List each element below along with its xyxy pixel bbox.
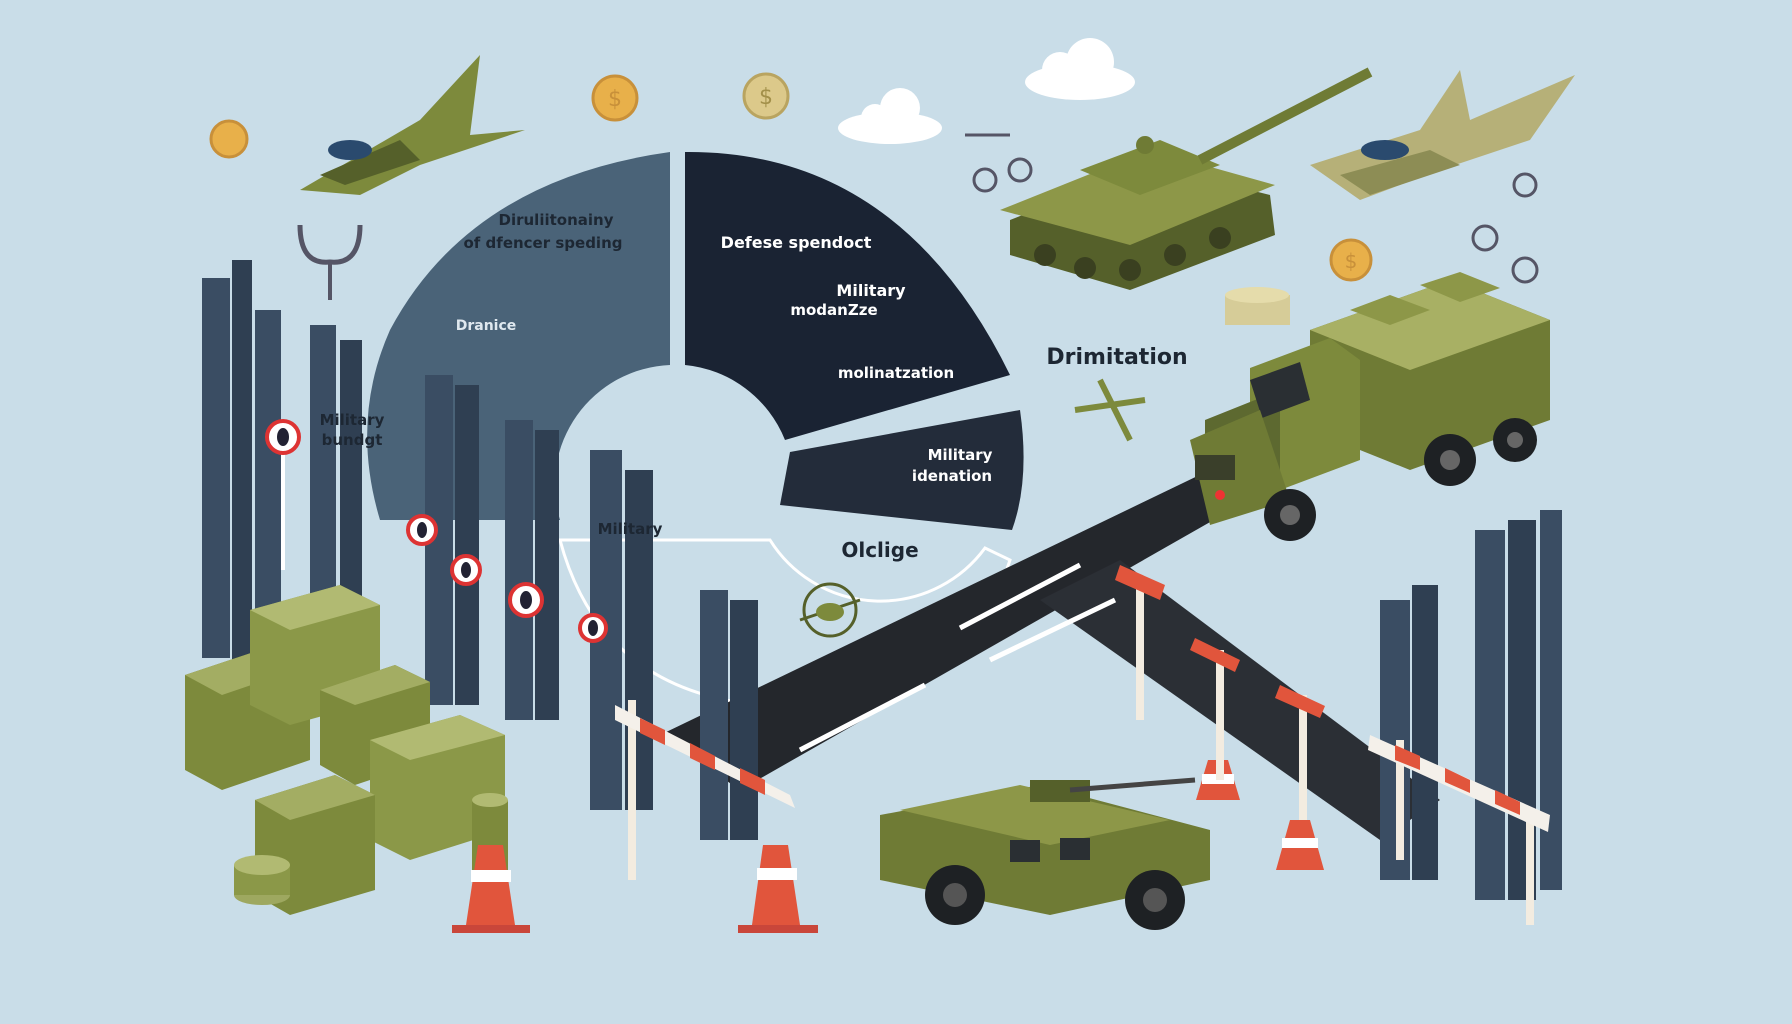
road-sign-icon — [406, 514, 438, 546]
money-stack-icon — [185, 585, 508, 915]
pillar — [730, 600, 758, 840]
drone-icon — [1471, 172, 1539, 284]
road-marking — [958, 562, 1082, 631]
barriers — [615, 565, 1550, 925]
pillar-group-right — [1380, 510, 1562, 900]
tank-icon — [1000, 67, 1373, 290]
humvee-icon — [880, 777, 1210, 930]
wedge1-line2: of dfencer speding — [464, 234, 623, 252]
pillar — [255, 310, 281, 640]
wedge3-line2: idenation — [912, 467, 992, 485]
barrier-icon — [1115, 565, 1165, 720]
clouds — [838, 38, 1135, 144]
wedge2-title: Defese spendoct — [721, 233, 872, 252]
svg-text:$: $ — [1345, 249, 1358, 273]
coin-icon: $ — [742, 72, 790, 120]
fighter-jet-icon — [300, 55, 525, 195]
road-signs — [265, 419, 608, 643]
pillar — [1475, 530, 1505, 900]
coin-icon: $ — [591, 74, 639, 122]
crosshair-icon — [799, 582, 861, 638]
barrier-icon — [615, 700, 795, 880]
road-sign-icon — [578, 613, 608, 643]
pillar — [340, 340, 362, 650]
pillar — [700, 590, 728, 840]
pillar — [232, 260, 252, 660]
wedge2-low: molinatzation — [838, 364, 954, 382]
fighter-jet-icon — [1310, 70, 1575, 200]
wedge2-mid1: Military — [836, 281, 906, 300]
road-sign-icon — [265, 419, 301, 570]
coin-icon — [209, 119, 249, 159]
svg-text:$: $ — [759, 85, 773, 110]
road-marking — [798, 682, 927, 753]
right-heading: Drimitation — [1046, 345, 1187, 370]
barrier-icon — [1368, 735, 1550, 925]
pillar-label: Military — [598, 520, 663, 538]
cloud-icon — [838, 88, 942, 144]
pie-wedge-top-right — [685, 151, 1010, 441]
cloud-icon — [1025, 38, 1135, 100]
center-label: Olclige — [841, 538, 918, 562]
helmet-icon — [297, 224, 363, 300]
pillar — [202, 278, 230, 658]
barrier-icon — [1275, 685, 1325, 820]
money-stack-icon — [1225, 287, 1290, 325]
pillar — [1380, 600, 1410, 880]
drone-icon — [965, 133, 1033, 193]
cargo-truck-icon — [1190, 272, 1550, 541]
barrier-icon — [1190, 638, 1240, 780]
road-marking — [988, 597, 1117, 663]
left-label-line1: Military — [320, 411, 385, 429]
traffic-cone-icon — [452, 845, 530, 933]
pillar — [455, 385, 479, 705]
wedge3-line1: Military — [928, 446, 993, 464]
pillar — [1540, 510, 1562, 890]
svg-text:$: $ — [608, 87, 622, 112]
traffic-cone-icon — [738, 845, 818, 933]
pillar — [535, 430, 559, 720]
wedge2-mid2: modanZze — [790, 301, 877, 319]
wedge1-line1: Diruliitonainy — [499, 211, 614, 229]
traffic-cones — [452, 760, 1324, 933]
left-label-line2: bundgt — [322, 431, 383, 449]
drone-icon — [1074, 378, 1146, 442]
road-sign-icon — [508, 582, 544, 618]
coin-icon: $ — [1329, 238, 1373, 282]
road — [660, 470, 1240, 790]
traffic-cone-icon — [1276, 820, 1324, 870]
pie-wedge-mid-right — [780, 410, 1024, 530]
pillar — [505, 420, 533, 720]
road-sign-icon — [450, 554, 482, 586]
wedge1-sub: Dranice — [456, 318, 517, 334]
coins: $ $ $ — [209, 72, 1373, 325]
pillar — [1412, 585, 1438, 880]
